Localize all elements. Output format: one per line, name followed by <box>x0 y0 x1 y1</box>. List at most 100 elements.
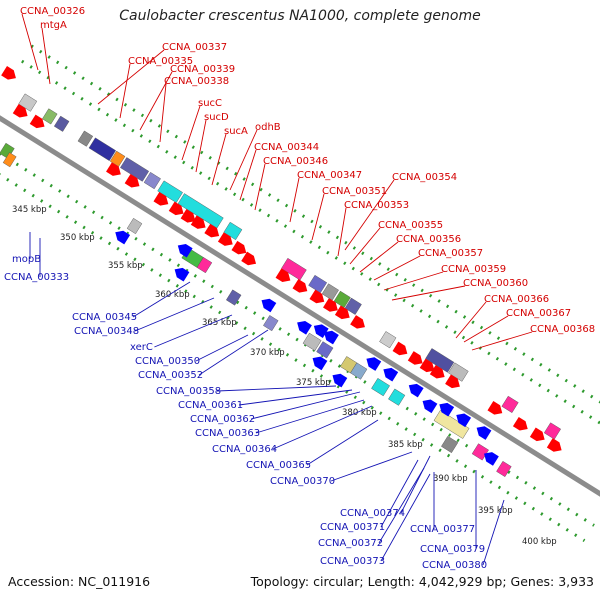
forward-gene-arrow <box>124 173 140 188</box>
reverse-label-leader <box>250 391 361 420</box>
forward-label-leader <box>373 255 421 281</box>
feature-box <box>496 460 512 478</box>
reverse-gene-arrow <box>408 383 424 398</box>
forward-gene-arrow <box>407 351 423 365</box>
forward-gene-label: CCNA_00338 <box>164 76 229 87</box>
reverse-gene-label: CCNA_00363 <box>195 428 260 439</box>
forward-label-leader <box>254 163 266 211</box>
forward-label-leader <box>359 241 399 273</box>
reverse-label-leader <box>380 473 431 562</box>
reverse-label-leader <box>154 314 233 348</box>
reverse-gene-arrow <box>312 356 328 371</box>
reverse-label-leader <box>306 419 379 466</box>
forward-label-leader <box>349 227 381 265</box>
feature-box <box>302 332 322 351</box>
scale-tick-label: 390 kbp <box>433 474 468 484</box>
feature-box <box>281 257 307 281</box>
reverse-gene-label: CCNA_00348 <box>74 326 139 337</box>
genome-stats-label: Topology: circular; Length: 4,042,929 bp… <box>250 574 594 589</box>
forward-gene-arrow <box>429 364 445 379</box>
forward-gene-arrow <box>168 201 184 216</box>
forward-label-leader <box>471 331 533 351</box>
forward-gene-label: sucD <box>204 112 229 123</box>
forward-gene-arrow <box>217 232 233 246</box>
forward-gene-arrow <box>29 114 45 129</box>
reverse-gene-label: CCNA_00361 <box>178 400 243 411</box>
forward-gene-arrow <box>529 427 545 442</box>
reverse-label-leader <box>255 399 365 434</box>
reverse-gene-arrow <box>484 452 499 466</box>
feature-box <box>77 130 94 147</box>
scale-tick-label: 380 kbp <box>342 408 377 418</box>
forward-gene-arrow <box>487 401 503 415</box>
forward-gene-label: sucC <box>198 98 222 109</box>
forward-gene-label: CCNA_00366 <box>484 294 549 305</box>
reverse-gene-label: CCNA_00374 <box>340 508 405 519</box>
feature-box <box>126 218 143 235</box>
feature-box <box>350 362 368 380</box>
forward-label-leader <box>159 83 167 143</box>
reverse-label-leader <box>132 281 191 318</box>
genome-title: Caulobacter crescentus NA1000, complete … <box>119 8 481 24</box>
feature-box <box>88 137 116 161</box>
reverse-gene-label: CCNA_00379 <box>420 544 485 555</box>
feature-box <box>157 180 183 203</box>
feature-box <box>321 283 339 301</box>
forward-gene-arrow <box>1 66 16 80</box>
reverse-gene-arrow <box>115 230 131 245</box>
forward-label-leader <box>195 119 207 173</box>
reverse-label-leader <box>198 329 269 376</box>
reverse-gene-label: CCNA_00372 <box>318 538 383 549</box>
feature-box <box>371 378 390 397</box>
reverse-gene-arrow <box>383 367 399 382</box>
reverse-gene-arrow <box>439 402 455 417</box>
feature-box <box>543 422 562 440</box>
reverse-gene-label: CCNA_00352 <box>138 370 203 381</box>
forward-gene-arrow <box>512 416 528 431</box>
forward-gene-arrow <box>241 251 257 266</box>
forward-gene-label: CCNA_00368 <box>530 324 595 335</box>
forward-label-leader <box>229 129 258 191</box>
feature-box <box>501 395 519 413</box>
scale-tick-label: 345 kbp <box>12 205 47 215</box>
forward-label-leader <box>311 193 325 241</box>
forward-label-leader <box>337 207 347 257</box>
reverse-gene-arrow <box>366 357 382 371</box>
feature-box <box>109 150 126 167</box>
forward-gene-arrow <box>106 162 121 176</box>
reverse-label-leader <box>195 334 249 362</box>
feature-box <box>223 221 243 241</box>
forward-gene-label: mtgA <box>40 20 67 31</box>
scale-tick-label: 360 kbp <box>155 290 190 300</box>
forward-label-leader <box>21 13 39 71</box>
reverse-label-leader <box>378 467 425 544</box>
forward-label-leader <box>211 133 227 186</box>
forward-gene-arrow <box>309 289 325 304</box>
reverse-gene-label: CCNA_00373 <box>320 556 385 567</box>
forward-label-leader <box>344 179 395 251</box>
forward-gene-arrow <box>180 208 196 223</box>
reverse-gene-arrow <box>174 267 190 282</box>
feature-box <box>388 388 406 406</box>
reverse-gene-arrow <box>332 373 348 388</box>
feature-box <box>42 108 58 125</box>
forward-gene-label: CCNA_00356 <box>396 234 461 245</box>
reverse-gene-label: CCNA_00370 <box>270 476 335 487</box>
feature-box <box>441 435 459 454</box>
forward-gene-label: CCNA_00347 <box>297 170 362 181</box>
forward-gene-arrow <box>204 223 220 238</box>
reverse-gene-label: CCNA_00377 <box>410 524 475 535</box>
reverse-gene-label: xerC <box>130 342 153 353</box>
feature-box <box>177 193 224 229</box>
forward-gene-label: CCNA_00346 <box>263 156 328 167</box>
reverse-label-leader <box>380 459 419 528</box>
scale-tick-label: 365 kbp <box>202 318 237 328</box>
forward-gene-arrow <box>231 240 247 255</box>
forward-gene-arrow <box>190 215 206 229</box>
forward-gene-label: CCNA_00339 <box>170 64 235 75</box>
forward-gene-arrow <box>153 192 169 206</box>
feature-box <box>316 341 334 359</box>
forward-label-leader <box>239 149 257 201</box>
reverse-gene-label: mopB <box>12 254 41 265</box>
